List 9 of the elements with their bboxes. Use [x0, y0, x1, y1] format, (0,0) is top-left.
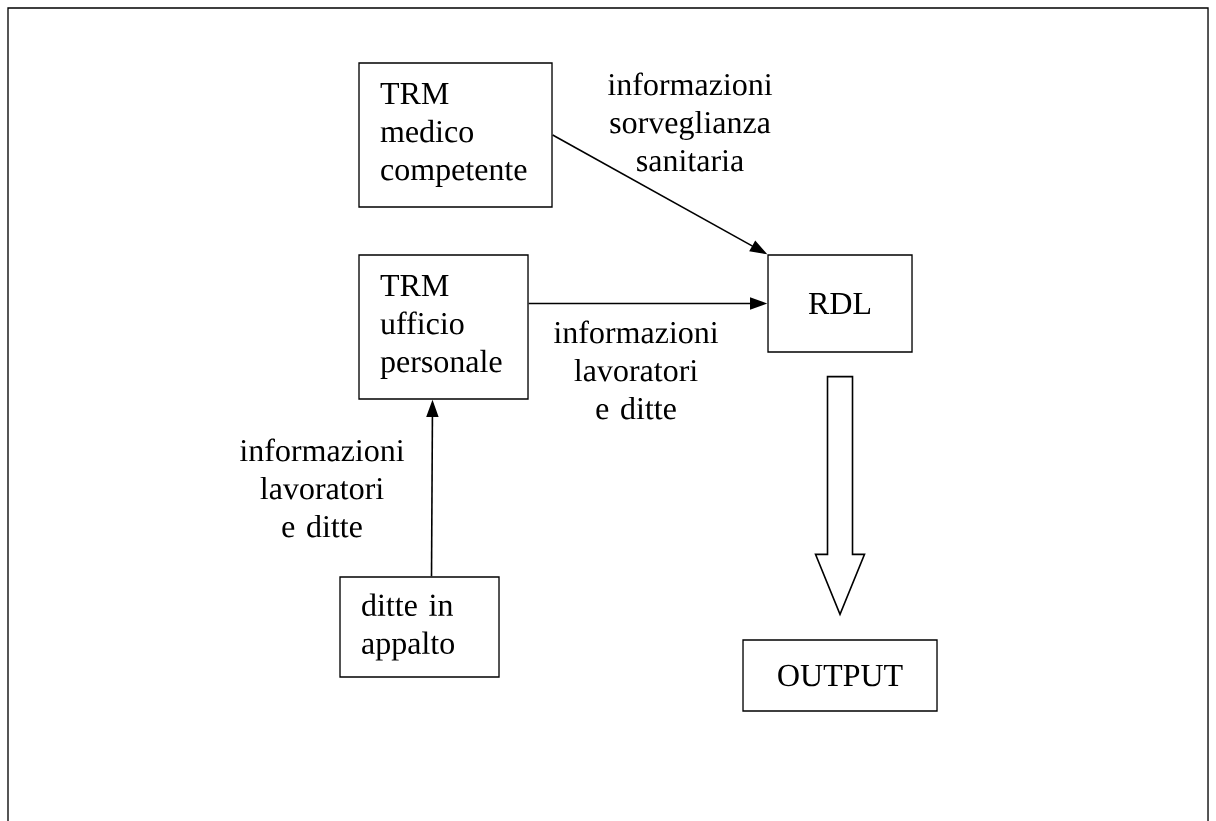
process-box: OUTPUT: [742, 639, 938, 712]
edge-label: informazioni lavoratori e ditte: [554, 320, 719, 420]
process-box: ditte in appalto: [339, 576, 500, 678]
process-box: TRM medico competente: [358, 62, 553, 208]
block-arrow: [814, 375, 866, 617]
edge-label: informazioni sorveglianza sanitaria: [608, 72, 773, 172]
process-box: TRM ufficio personale: [358, 254, 529, 400]
process-box: RDL: [767, 254, 913, 353]
edge-label: informazioni lavoratori e ditte: [240, 438, 405, 538]
